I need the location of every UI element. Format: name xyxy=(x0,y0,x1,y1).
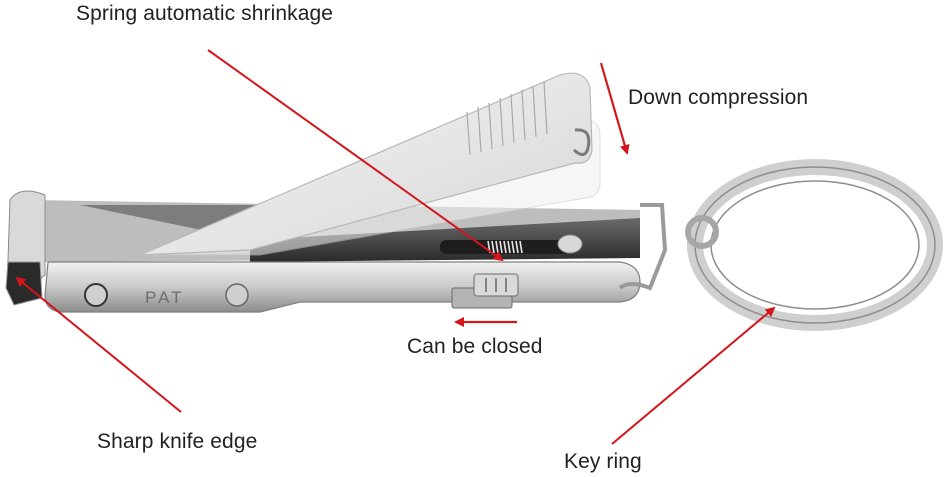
key-ring xyxy=(685,159,943,331)
label-can-be-closed: Can be closed xyxy=(407,335,543,358)
spring-arrow xyxy=(207,49,504,262)
knife-arrow xyxy=(15,276,182,413)
label-spring-automatic-shrinkage: Spring automatic shrinkage xyxy=(76,2,334,25)
lever-grip-ridges xyxy=(466,81,548,156)
annotation-arrows xyxy=(15,49,776,445)
label-down-compression: Down compression xyxy=(628,86,809,109)
down-arrow xyxy=(599,62,630,155)
keyring-arrow xyxy=(611,306,776,445)
pat-engraving: PAT xyxy=(145,288,185,307)
clipper-lower-bar: PAT xyxy=(5,203,668,313)
label-sharp-knife-edge: Sharp knife edge xyxy=(97,430,258,453)
label-key-ring: Key ring xyxy=(564,450,642,473)
clipper-lever xyxy=(139,72,593,256)
spring xyxy=(440,234,583,254)
